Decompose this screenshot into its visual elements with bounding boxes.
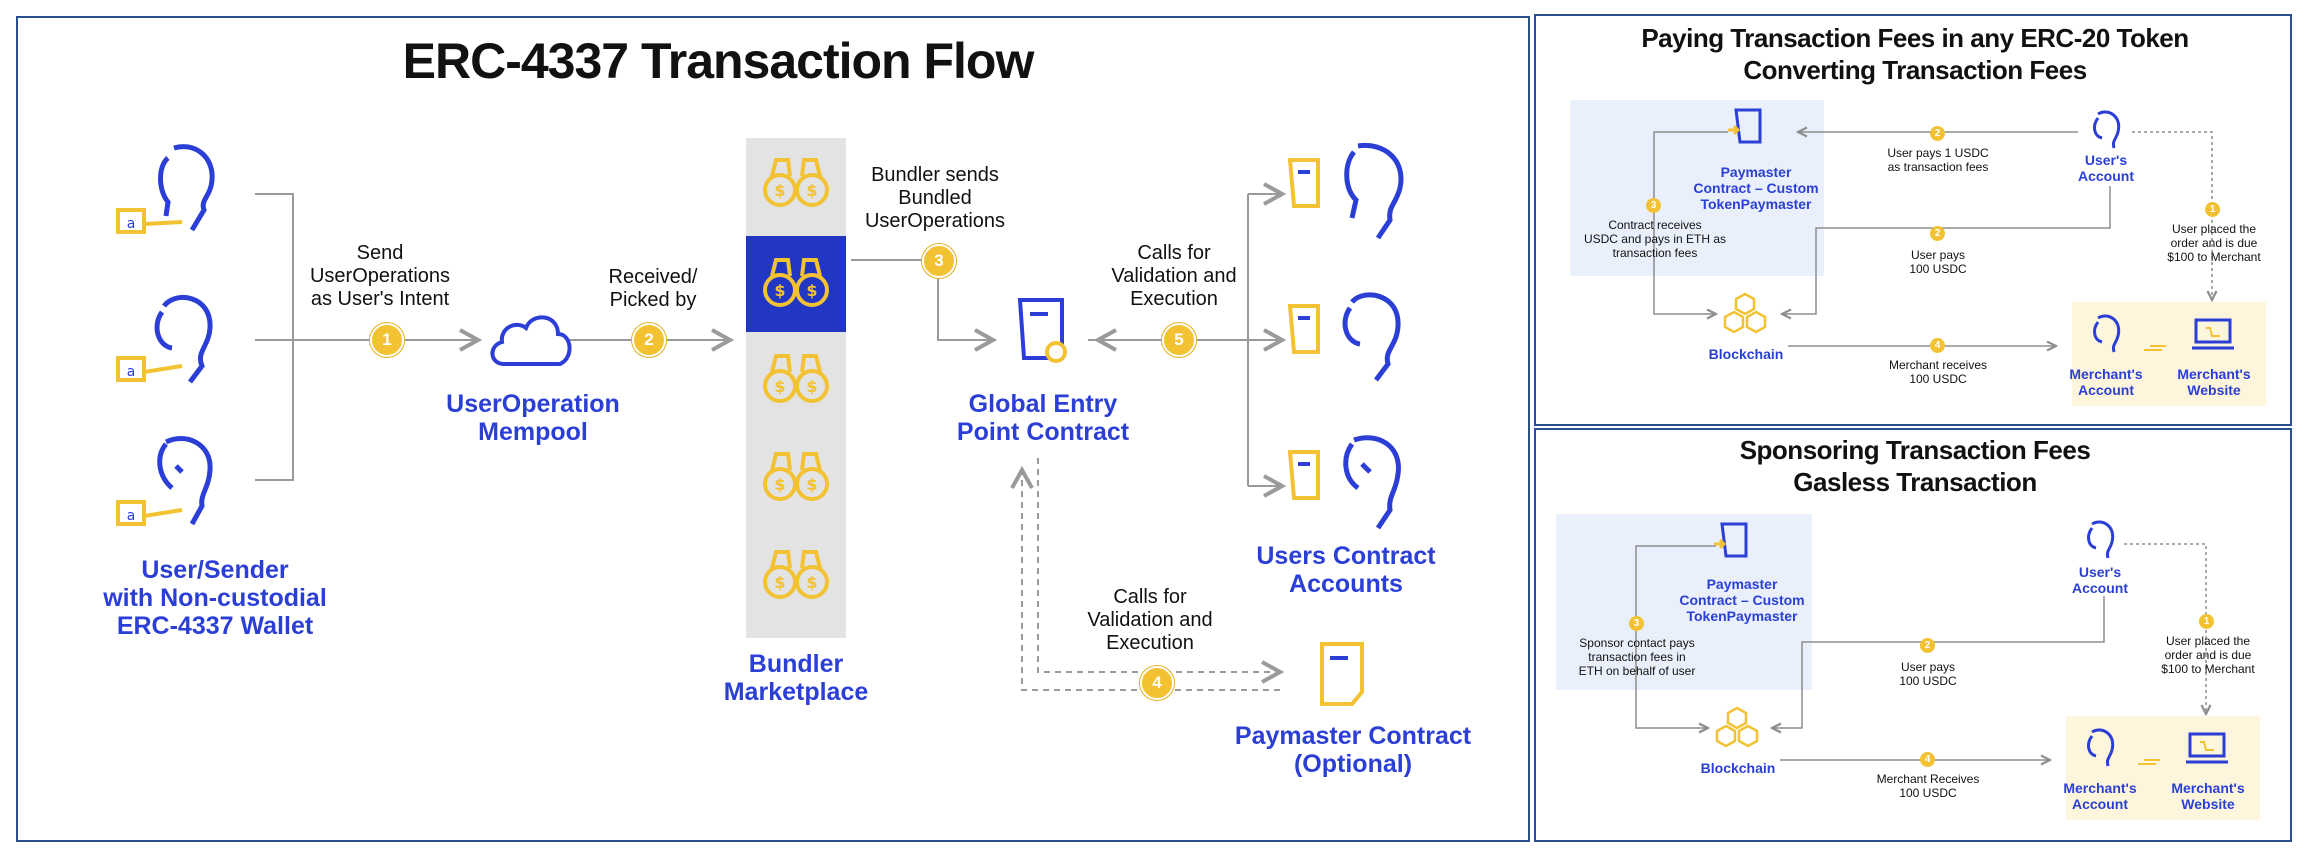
svg-text:$: $: [774, 475, 785, 494]
bundler-selected: [746, 236, 846, 332]
user-account-icon: [2093, 110, 2121, 149]
step-badge-2: 2: [632, 323, 666, 357]
step-badge-1: 1: [370, 323, 404, 357]
step-badge-5: 5: [1162, 323, 1196, 357]
user-icon-3: a: [116, 436, 213, 526]
fees-erc20-title: Paying Transaction Fees in any ERC-20 To…: [1641, 23, 2189, 85]
step-badge-4: 4: [1140, 666, 1174, 700]
svg-text:$: $: [774, 377, 785, 396]
svg-text:a: a: [127, 216, 136, 232]
contract-account-icon-1: [1287, 142, 1404, 240]
merchant-highlight: [2066, 716, 2260, 820]
step-badge-1: 1: [2205, 202, 2220, 217]
svg-text:$: $: [774, 281, 785, 300]
blockchain-icon: [1723, 292, 1767, 334]
step-badge-2a: 2: [1930, 126, 1945, 141]
blockchain-label: Blockchain: [1708, 346, 1784, 362]
step-badge-3: 3: [922, 244, 956, 278]
paymaster-highlight: [1570, 100, 1824, 276]
paymaster-highlight: [1556, 514, 1812, 690]
paymaster-doc-icon: [1714, 522, 1748, 558]
merchant-account-icon: [2093, 314, 2121, 353]
svg-text:$: $: [806, 573, 817, 592]
user-icon-2: a: [116, 295, 213, 384]
sponsoring-connectors: [1635, 543, 2294, 844]
received-label: Received/Picked by: [608, 266, 698, 311]
step-badge-2: 2: [1920, 638, 1935, 653]
step-badge-2b: 2: [1930, 226, 1945, 241]
contract-account-icon-2: [1287, 292, 1401, 382]
blockchain-icon: [1715, 706, 1759, 748]
merchant-account-icon: [2087, 728, 2115, 767]
bundler-icons: $ $ $ $ $ $ $ $ $ $: [763, 158, 829, 599]
svg-text:a: a: [127, 508, 136, 524]
svg-text:$: $: [806, 475, 817, 494]
contract-account-icon-3: [1287, 435, 1401, 530]
step-badge-3: 3: [1646, 198, 1661, 213]
svg-text:$: $: [806, 281, 817, 300]
fees-erc20-panel: Paying Transaction Fees in any ERC-20 To…: [1534, 14, 2292, 426]
svg-text:$: $: [806, 181, 817, 200]
user-account-icon: [2087, 520, 2115, 559]
paymaster-label: Paymaster Contract(Optional): [1234, 722, 1472, 778]
svg-text:$: $: [774, 573, 785, 592]
step-badge-1: 1: [2199, 614, 2214, 629]
paymaster-doc-icon: [1728, 108, 1762, 144]
laptop-icon: [2192, 318, 2234, 350]
step-badge-4: 4: [1930, 338, 1945, 353]
user-icon-1: a: [116, 144, 215, 234]
svg-text:$: $: [806, 377, 817, 396]
step-badge-3: 3: [1629, 616, 1644, 631]
laptop-icon: [2186, 732, 2228, 764]
svg-text:a: a: [127, 364, 136, 380]
main-title: ERC-4337 Transaction Flow: [402, 33, 1035, 89]
contract-icon: [1017, 298, 1067, 363]
step-badge-4: 4: [1920, 752, 1935, 767]
main-diagram-panel: ERC-4337 Transaction Flow a: [16, 16, 1530, 842]
merchant-highlight: [2072, 302, 2266, 406]
svg-text:$: $: [774, 181, 785, 200]
cloud-icon: [490, 315, 572, 366]
blockchain-label: Blockchain: [1700, 760, 1776, 776]
paymaster-doc-icon: [1320, 642, 1364, 706]
